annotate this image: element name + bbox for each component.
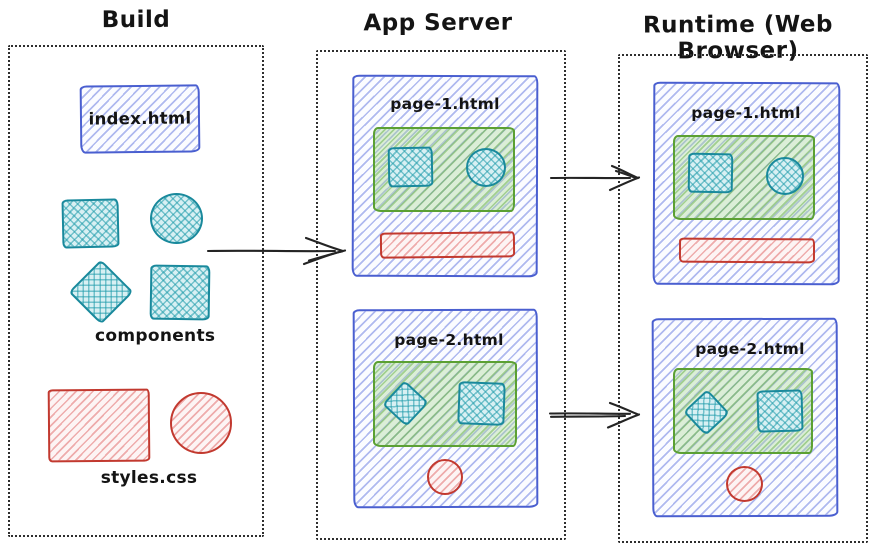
styles-rect-icon (47, 388, 151, 463)
runtime-page2-label: page-2.html (695, 340, 805, 358)
runtime-page2-styles-circle-icon (726, 466, 763, 502)
appserver-page1-square-icon (387, 146, 434, 188)
runtime-page1-styles-bar-icon (678, 237, 816, 264)
component-square-icon (61, 198, 120, 249)
runtime-page1-label: page-1.html (691, 104, 801, 122)
appserver-page1-circle-icon (466, 148, 506, 187)
styles-css-label: styles.css (100, 468, 198, 488)
appserver-page2-styles-circle-icon (427, 459, 463, 495)
runtime-page1-circle-icon (766, 157, 804, 195)
app-server-section-border (316, 50, 566, 540)
appserver-page2-label: page-2.html (394, 331, 504, 349)
appserver-page1-styles-bar-icon (379, 231, 516, 259)
index-html-file-box: index.html (79, 84, 201, 154)
component-circle-icon (150, 193, 203, 244)
appserver-page1-label: page-1.html (390, 95, 500, 113)
arrow-page1-to-runtime-icon (549, 164, 641, 192)
build-section-border (8, 45, 264, 537)
arrow-build-to-appserver-icon (206, 236, 347, 266)
runtime-page1-square-icon (687, 152, 734, 194)
runtime-page2-square-icon (756, 389, 804, 433)
component-square-icon-2 (149, 264, 211, 321)
section-title-build: Build (101, 6, 171, 34)
styles-circle-icon (170, 392, 232, 454)
section-title-app-server: App Server (363, 9, 513, 37)
runtime-section-border (618, 54, 868, 543)
arrow-page2-to-runtime-icon (548, 401, 641, 429)
index-html-label: index.html (88, 108, 192, 129)
appserver-page2-square-icon (457, 381, 506, 426)
components-label: components (95, 326, 216, 346)
